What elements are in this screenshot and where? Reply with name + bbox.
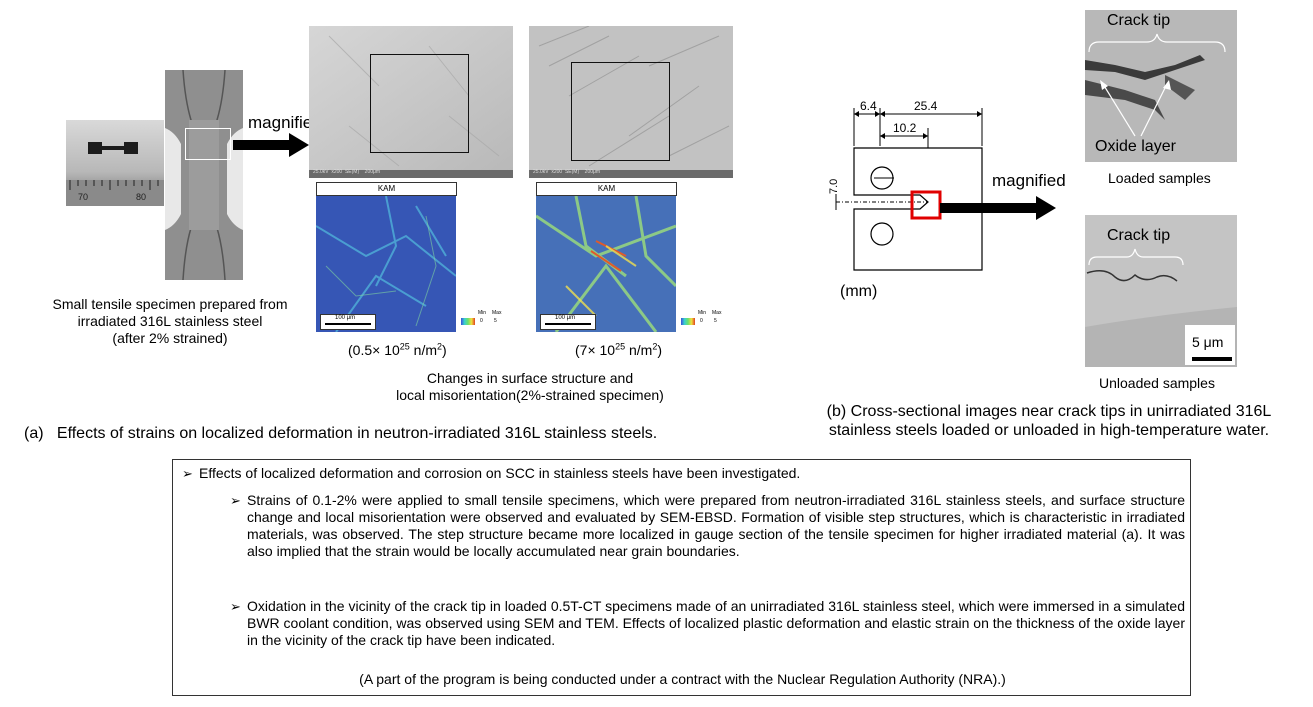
sem-roi-box-right [571, 62, 670, 161]
crack-tip-brace-bottom [1088, 248, 1184, 266]
magnified-label-b: magnified [992, 171, 1066, 190]
panel-b-title: (b) Cross-sectional images near crack ti… [784, 402, 1313, 440]
sem-footer-right: 25.0kV x200 SE(M) 200μm [533, 169, 601, 175]
crack-tip-label-top: Crack tip [1107, 12, 1171, 29]
magnified-arrow-a [233, 133, 309, 157]
bullet-sub1: ➢ [230, 493, 241, 508]
changes-caption-line2: local misorientation(2%-strained specime… [396, 387, 664, 403]
specimen-caption-line3: (after 2% strained) [112, 330, 228, 346]
crack-tip-label-bottom: Crack tip [1107, 227, 1171, 244]
summary-footnote: (A part of the program is being conducte… [359, 671, 1006, 687]
unloaded-scale-box: 5 μm [1185, 325, 1235, 365]
dim-6-4: 6.4 [860, 99, 877, 113]
scale-text-left: 100 μm [335, 315, 356, 321]
changes-caption-line1: Changes in surface structure and [426, 370, 634, 386]
legend-max-val-left: 5 [494, 318, 497, 324]
unit-label: (mm) [840, 283, 878, 300]
dim-7-0: 7.0 [828, 178, 840, 194]
summary-box: ➢ Effects of localized deformation and c… [172, 459, 1191, 696]
legend-min-val-right: 0 [700, 318, 703, 324]
oxide-layer-label: Oxide layer [1095, 138, 1176, 155]
bullet-sub2: ➢ [230, 599, 241, 614]
dim-10-2: 10.2 [893, 121, 917, 135]
specimen-magnified-photo [165, 70, 243, 280]
kam-legend-right: Min Max 0 5 [681, 310, 727, 330]
bullet-main: ➢ [182, 466, 193, 481]
crack-tip-brace-top [1088, 33, 1226, 53]
loaded-caption: Loaded samples [1108, 170, 1211, 186]
kam-map-high-dose: 100 μm [536, 196, 676, 332]
magnified-arrow-b [940, 196, 1056, 220]
kam-label-left: KAM [316, 182, 457, 196]
legend-max-right: Max [712, 310, 722, 316]
unloaded-caption: Unloaded samples [1099, 375, 1215, 391]
legend-max-val-right: 5 [714, 318, 717, 324]
summary-main-bullet: Effects of localized deformation and cor… [199, 465, 801, 481]
changes-caption: Changes in surface structure and local m… [330, 370, 730, 404]
specimen-caption-line1: Small tensile specimen prepared from [52, 296, 288, 312]
kam-map-low-dose: 100 μm [316, 196, 456, 332]
sem-image-low-dose: 25.0kV x200 SE(M) 200μm [309, 26, 513, 178]
dim-25-4: 25.4 [914, 99, 938, 113]
specimen-caption: Small tensile specimen prepared from irr… [20, 296, 320, 347]
legend-min-val-left: 0 [480, 318, 483, 324]
sem-roi-box-left [370, 54, 469, 153]
legend-max-left: Max [492, 310, 502, 316]
panel-b-title-line1: (b) Cross-sectional images near crack ti… [826, 403, 1272, 420]
crack-image-loaded: Crack tip Oxide layer [1085, 10, 1237, 162]
scale-bar-left: 100 μm [320, 314, 376, 330]
panel-a-title: (a) Effects of strains on localized defo… [24, 425, 658, 442]
scale-bar-right: 100 μm [540, 314, 596, 330]
scale-text-right: 100 μm [555, 315, 576, 321]
specimen-photo: 70 80 [66, 120, 164, 206]
kam-legend-left: Min Max 0 5 [461, 310, 507, 330]
sem-image-high-dose: 25.0kV x200 SE(M) 200μm [529, 26, 733, 178]
kam-label-right: KAM [536, 182, 677, 196]
summary-sub2: Oxidation in the vicinity of the crack t… [247, 598, 1185, 648]
ct-specimen-diagram [835, 108, 983, 271]
fluence-label-left: (0.5× 1025 n/m2) [348, 341, 447, 358]
crack-image-unloaded: Crack tip 5 μm [1085, 215, 1237, 367]
ruler-label-80: 80 [136, 192, 147, 202]
unloaded-scale-text: 5 μm [1192, 334, 1224, 350]
panel-b-title-line2: stainless steels loaded or unloaded in h… [828, 422, 1270, 439]
fluence-label-right: (7× 1025 n/m2) [575, 341, 663, 358]
sem-footer-left: 25.0kV x200 SE(M) 200μm [313, 169, 381, 175]
specimen-caption-line2: irradiated 316L stainless steel [77, 313, 263, 329]
specimen-roi-box [185, 128, 231, 160]
oxide-pointer-arrows [1100, 80, 1171, 137]
legend-min-right: Min [698, 310, 707, 316]
legend-min-left: Min [478, 310, 487, 316]
summary-sub1: Strains of 0.1-2% were applied to small … [247, 492, 1185, 559]
magnified-label-a: magnified [248, 113, 322, 132]
ruler-label-70: 70 [78, 192, 89, 202]
